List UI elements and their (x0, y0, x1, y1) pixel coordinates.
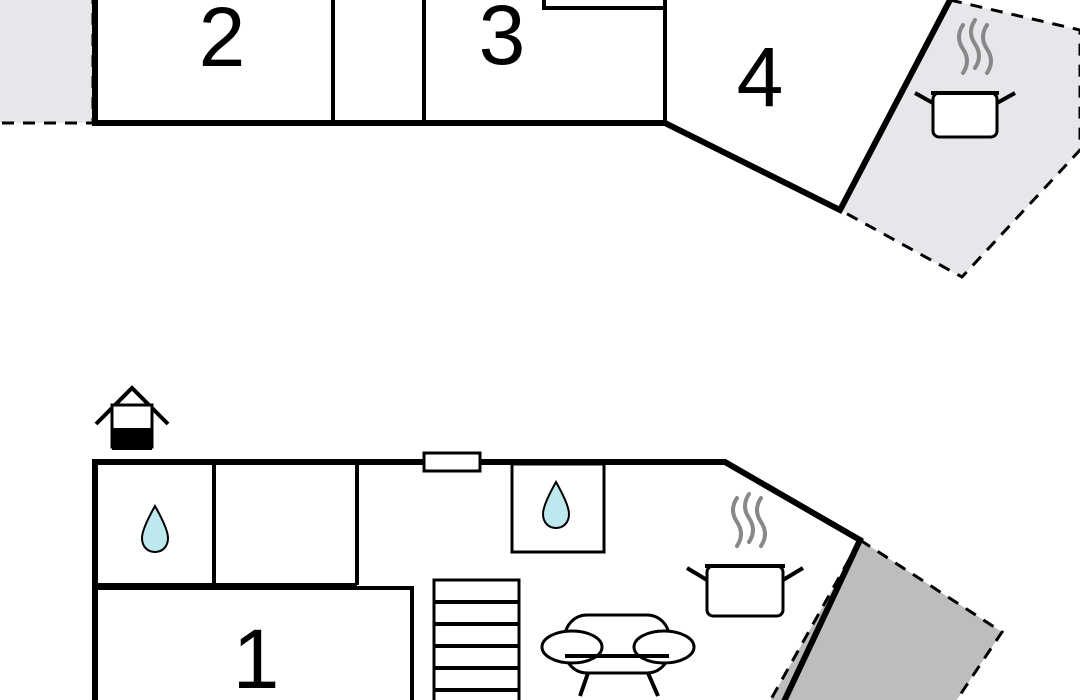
ground-floor: 1 (92, 385, 1005, 700)
terrace-area (768, 537, 1005, 700)
wall-room1 (95, 586, 414, 700)
well-icon (94, 385, 170, 450)
upper-floor: 2 3 4 (0, 0, 1080, 279)
ground-window (422, 451, 482, 473)
room-label-4: 4 (737, 30, 784, 124)
staircase-icon (432, 578, 521, 700)
water-drop-icon (541, 479, 571, 530)
sofa-icon (540, 613, 696, 697)
ground-outer-wall (92, 459, 864, 700)
water-drop-icon (140, 503, 170, 554)
kitchen-pot-icon (685, 492, 805, 618)
kitchen-pot-icon (914, 18, 1016, 139)
room-label-2: 2 (199, 0, 246, 84)
outdoor-area-left (0, 0, 95, 125)
room-label-1: 1 (233, 612, 280, 700)
room-label-3: 3 (479, 0, 526, 82)
upper-window-room3 (542, 0, 664, 10)
